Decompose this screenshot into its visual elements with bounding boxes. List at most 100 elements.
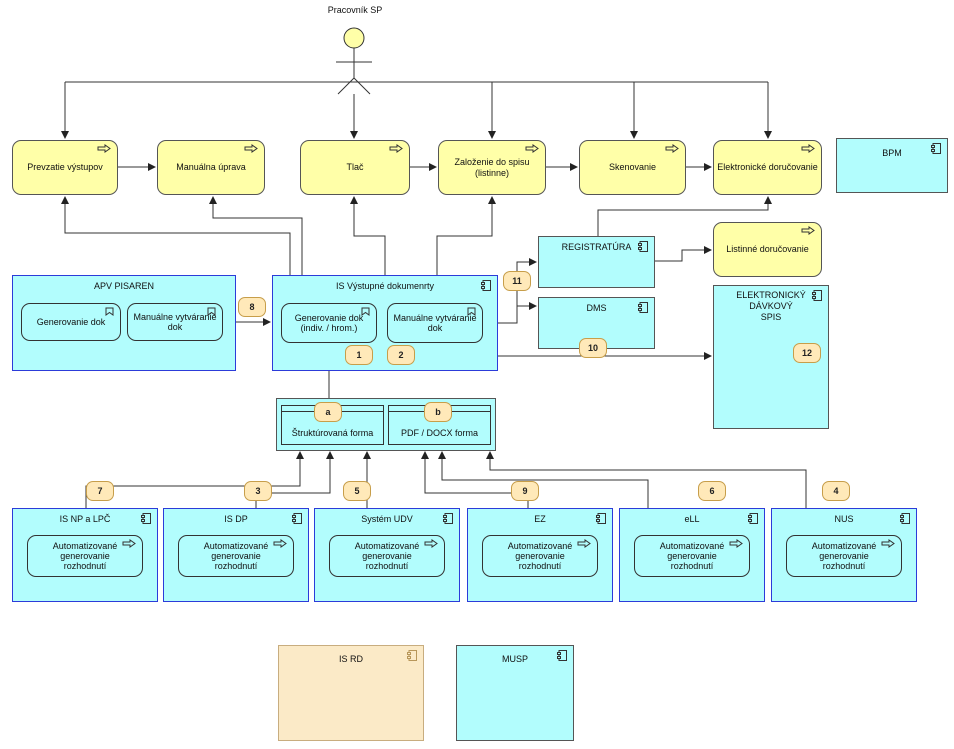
component-is-vystupne-dokumenty[interactable]: IS Výstupné dokumenrty Generovanie dok (… — [272, 275, 498, 371]
service-automatizovane-generovanie[interactable]: Automatizované generovanie rozhodnutí — [329, 535, 445, 577]
component-icon — [931, 143, 941, 154]
component-is-rd[interactable]: IS RD — [278, 645, 424, 741]
service-label: Automatizované generovanie rozhodnutí — [52, 541, 118, 571]
component-is-np-a-lpc[interactable]: IS NP a LPČ Automatizované generovanie r… — [12, 508, 158, 602]
service-generovanie-dok-indiv-hrom[interactable]: Generovanie dok (indiv. / hrom.) — [281, 303, 377, 343]
process-tlac[interactable]: Tlač — [300, 140, 410, 195]
process-label: Tlač — [346, 162, 364, 172]
flag-icon — [361, 307, 370, 316]
component-title: eLL — [684, 514, 700, 524]
process-arrow-icon — [525, 144, 539, 153]
badge-1: 1 — [345, 345, 373, 365]
component-icon — [557, 650, 567, 661]
process-manualna-uprava[interactable]: Manuálna úprava — [157, 140, 265, 195]
flag-icon — [105, 307, 114, 316]
component-title: DMS — [586, 303, 607, 313]
badge-2: 2 — [387, 345, 415, 365]
component-title: IS DP — [224, 514, 248, 524]
service-automatizovane-generovanie[interactable]: Automatizované generovanie rozhodnutí — [482, 535, 598, 577]
component-icon — [748, 513, 758, 524]
process-arrow-icon — [665, 144, 679, 153]
badge-11: 11 — [503, 271, 531, 291]
component-icon — [638, 241, 648, 252]
process-arrow-icon — [389, 144, 403, 153]
component-format-box[interactable]: Štruktúrovaná forma PDF / DOCX forma — [276, 398, 496, 451]
component-musp[interactable]: MUSP — [456, 645, 574, 741]
badge-9: 9 — [511, 481, 539, 501]
badge-3: 3 — [244, 481, 272, 501]
process-arrow-icon — [801, 144, 815, 153]
component-icon — [812, 290, 822, 301]
component-icon — [292, 513, 302, 524]
component-system-udv[interactable]: Systém UDV Automatizované generovanie ro… — [314, 508, 460, 602]
component-icon — [596, 513, 606, 524]
flag-icon — [467, 307, 476, 316]
component-title: BPM — [882, 148, 902, 158]
component-icon — [900, 513, 910, 524]
service-automatizovane-generovanie[interactable]: Automatizované generovanie rozhodnutí — [27, 535, 143, 577]
format-label: PDF / DOCX forma — [400, 428, 478, 438]
service-label: Automatizované generovanie rozhodnutí — [811, 541, 877, 571]
component-bpm[interactable]: BPM — [836, 138, 948, 193]
service-automatizovane-generovanie[interactable]: Automatizované generovanie rozhodnutí — [786, 535, 902, 577]
process-label: Skenovanie — [608, 162, 657, 172]
process-label: Listinné doručovanie — [726, 244, 809, 254]
process-arrow-icon — [729, 539, 743, 548]
component-title: REGISTRATÚRA — [561, 242, 632, 252]
format-label: Štruktúrovaná forma — [291, 428, 374, 438]
service-automatizovane-generovanie[interactable]: Automatizované generovanie rozhodnutí — [178, 535, 294, 577]
component-is-dp[interactable]: IS DP Automatizované generovanie rozhodn… — [163, 508, 309, 602]
process-arrow-icon — [424, 539, 438, 548]
service-generovanie-dok[interactable]: Generovanie dok — [21, 303, 121, 341]
process-arrow-icon — [97, 144, 111, 153]
service-label: Automatizované generovanie rozhodnutí — [507, 541, 573, 571]
process-arrow-icon — [577, 539, 591, 548]
component-icon — [638, 302, 648, 313]
component-title: IS NP a LPČ — [59, 514, 111, 524]
service-label: Manuálne vytváranie dok — [133, 312, 217, 332]
component-title: EZ — [534, 514, 546, 524]
badge-5: 5 — [343, 481, 371, 501]
badge-10: 10 — [579, 338, 607, 358]
process-skenovanie[interactable]: Skenovanie — [579, 140, 686, 195]
component-icon — [407, 650, 417, 661]
component-title: APV PISAREN — [93, 281, 155, 291]
process-listinne-dorucovanie[interactable]: Listinné doručovanie — [713, 222, 822, 277]
process-zalozenie-do-spisu[interactable]: Založenie do spisu (listinne) — [438, 140, 546, 195]
service-manualne-vytvaranie-dok[interactable]: Manuálne vytváranie dok — [127, 303, 223, 341]
service-label: Generovanie dok (indiv. / hrom.) — [294, 313, 364, 333]
badge-a: a — [314, 402, 342, 422]
service-label: Manuálne vytváranie dok — [393, 313, 477, 333]
component-icon — [141, 513, 151, 524]
component-title: Systém UDV — [361, 514, 413, 524]
process-elektronicke-dorucovanie[interactable]: Elektronické doručovanie — [713, 140, 822, 195]
process-label: Prevzatie výstupov — [27, 162, 103, 172]
component-title: MUSP — [501, 654, 528, 664]
component-registratura[interactable]: REGISTRATÚRA — [538, 236, 655, 288]
service-automatizovane-generovanie[interactable]: Automatizované generovanie rozhodnutí — [634, 535, 750, 577]
badge-6: 6 — [698, 481, 726, 501]
service-manualne-vytvaranie-dok[interactable]: Manuálne vytváranie dok — [387, 303, 483, 343]
process-prevzatie[interactable]: Prevzatie výstupov — [12, 140, 118, 195]
component-ez[interactable]: EZ Automatizované generovanie rozhodnutí — [467, 508, 613, 602]
badge-7: 7 — [86, 481, 114, 501]
badge-8: 8 — [238, 297, 266, 317]
component-title: NUS — [834, 514, 854, 524]
badge-12: 12 — [793, 343, 821, 363]
flag-icon — [207, 307, 216, 316]
component-icon — [443, 513, 453, 524]
component-elektronicky-davkovy-spis[interactable]: ELEKTRONICKÝ DÁVKOVÝ SPIS — [713, 285, 829, 429]
process-label: Založenie do spisu (listinne) — [454, 156, 530, 178]
service-label: Automatizované generovanie rozhodnutí — [354, 541, 420, 571]
component-icon — [481, 280, 491, 291]
component-nus[interactable]: NUS Automatizované generovanie rozhodnut… — [771, 508, 917, 602]
component-apv-pisaren[interactable]: APV PISAREN Generovanie dok Manuálne vyt… — [12, 275, 236, 371]
badge-4: 4 — [822, 481, 850, 501]
component-title: ELEKTRONICKÝ DÁVKOVÝ SPIS — [736, 290, 806, 322]
process-arrow-icon — [244, 144, 258, 153]
service-label: Automatizované generovanie rozhodnutí — [659, 541, 725, 571]
service-label: Generovanie dok — [36, 317, 106, 327]
process-arrow-icon — [273, 539, 287, 548]
component-ell[interactable]: eLL Automatizované generovanie rozhodnut… — [619, 508, 765, 602]
